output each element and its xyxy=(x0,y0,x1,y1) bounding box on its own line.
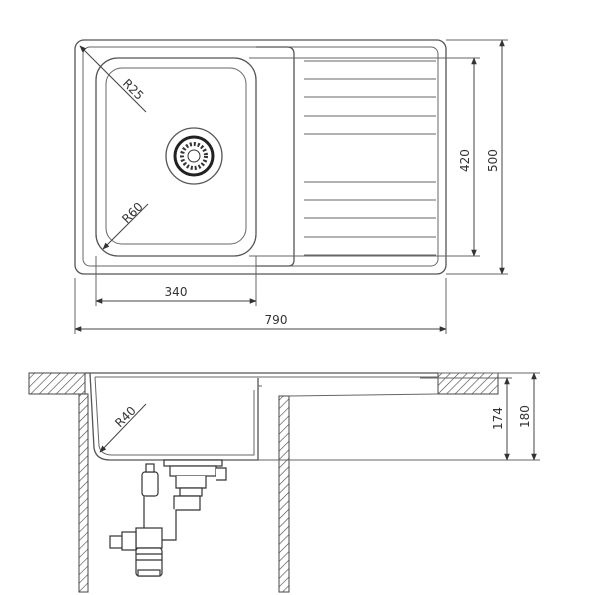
radius-corner-label: R25 xyxy=(120,76,147,103)
radius-bowl-label: R60 xyxy=(119,200,146,227)
dimension-label-bowl-height: 174 xyxy=(491,407,505,430)
radius-corner-leader xyxy=(79,45,147,113)
dimension-label-bowl-width: 340 xyxy=(165,285,188,299)
countertop-right xyxy=(437,372,499,395)
cabinet-wall-left xyxy=(78,393,89,593)
cabinet-wall-right xyxy=(278,395,290,593)
drain-siphon-icon xyxy=(109,459,227,577)
drainboard-divider xyxy=(256,46,295,267)
sink-inner-rim xyxy=(82,46,439,267)
dimension-label-overall-depth: 500 xyxy=(486,149,500,172)
radius-bowl-leader xyxy=(102,203,149,250)
bowl-profile xyxy=(89,372,259,461)
radius-section-label: R40 xyxy=(112,404,139,431)
sink-outer-rim xyxy=(74,39,447,275)
bowl-outline xyxy=(95,57,257,257)
dimension-label-total-height: 180 xyxy=(518,405,532,428)
top-view: R25 R60 340 790 420 500 xyxy=(74,39,508,334)
section-view: R40 174 180 xyxy=(28,372,540,593)
countertop-left xyxy=(28,372,86,395)
dimension-label-bowl-depth: 420 xyxy=(458,149,472,172)
bowl-inner-outline xyxy=(105,67,247,245)
drainboard-ribs xyxy=(304,60,436,256)
radius-section-leader xyxy=(99,403,147,453)
drain-icon xyxy=(165,127,223,185)
dimension-label-overall-width: 790 xyxy=(265,313,288,327)
